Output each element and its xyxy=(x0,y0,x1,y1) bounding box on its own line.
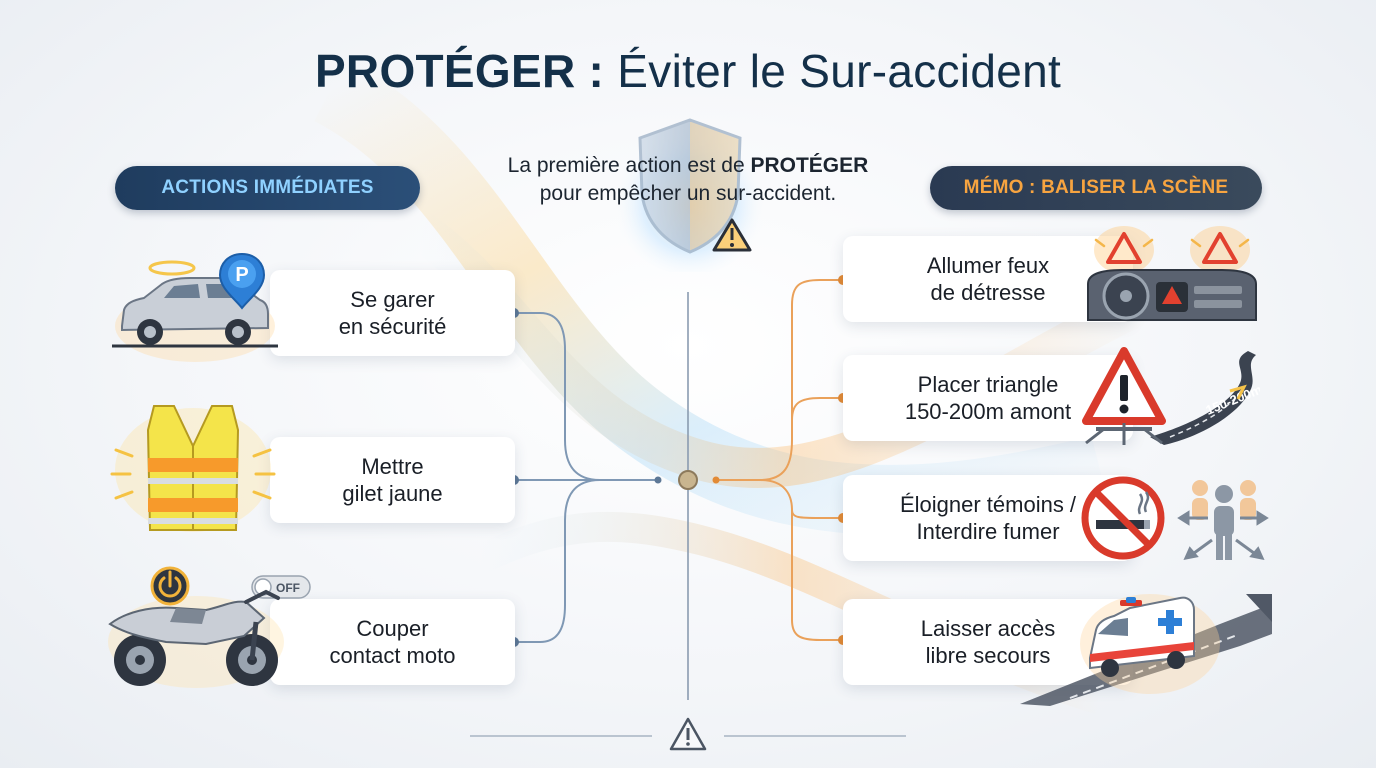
memo-card-emergency-access: Laisser accès libre secours xyxy=(843,599,1133,685)
memo-card-label: Placer triangle 150-200m amont xyxy=(904,372,1072,424)
off-switch-label: OFF xyxy=(276,581,300,595)
warning-triangle-road-icon: 150-200m xyxy=(1082,347,1260,445)
action-card-label: Mettre gilet jaune xyxy=(342,454,443,506)
ambulance-icon xyxy=(1020,594,1272,706)
no-smoking-witnesses-icon xyxy=(1081,476,1269,561)
section-heading-actions: ACTIONS IMMÉDIATES xyxy=(115,166,420,210)
memo-card-hazard-lights: Allumer feux de détresse xyxy=(843,236,1133,322)
action-card-label: Couper contact moto xyxy=(329,616,456,668)
svg-text:P: P xyxy=(235,264,248,286)
memo-card-triangle: Placer triangle 150-200m amont xyxy=(843,355,1133,441)
car-parking-icon: P xyxy=(112,252,278,362)
hazard-lights-dashboard-icon xyxy=(1087,226,1257,321)
section-heading-memo: MÉMO : BALISER LA SCÈNE xyxy=(930,166,1262,210)
memo-card-label: Allumer feux de détresse xyxy=(926,253,1050,305)
action-card-label: Se garer en sécurité xyxy=(338,287,447,339)
motorcycle-icon: OFF xyxy=(108,566,311,688)
intro-line1-prefix: La première action est de xyxy=(507,154,751,177)
shield-warning-icon xyxy=(612,118,768,272)
memo-card-label: Éloigner témoins / Interdire fumer xyxy=(899,492,1077,544)
warning-icon xyxy=(669,717,707,751)
intro-text: La première action est de PROTÉGER pour … xyxy=(440,152,936,208)
intro-line1-bold: PROTÉGER xyxy=(750,154,869,177)
action-card-park: Se garer en sécurité xyxy=(270,270,515,356)
memo-card-label: Laisser accès libre secours xyxy=(920,616,1056,668)
title-bold: PROTÉGER : xyxy=(314,45,605,97)
safety-vest-icon xyxy=(110,405,276,532)
title-rest: Éviter le Sur-accident xyxy=(617,45,1062,97)
action-card-vest: Mettre gilet jaune xyxy=(270,437,515,523)
page-title: PROTÉGER : Éviter le Sur-accident xyxy=(0,44,1376,98)
intro-line2: pour empêcher un sur-accident. xyxy=(539,182,837,205)
action-card-motorcycle: Couper contact moto xyxy=(270,599,515,685)
